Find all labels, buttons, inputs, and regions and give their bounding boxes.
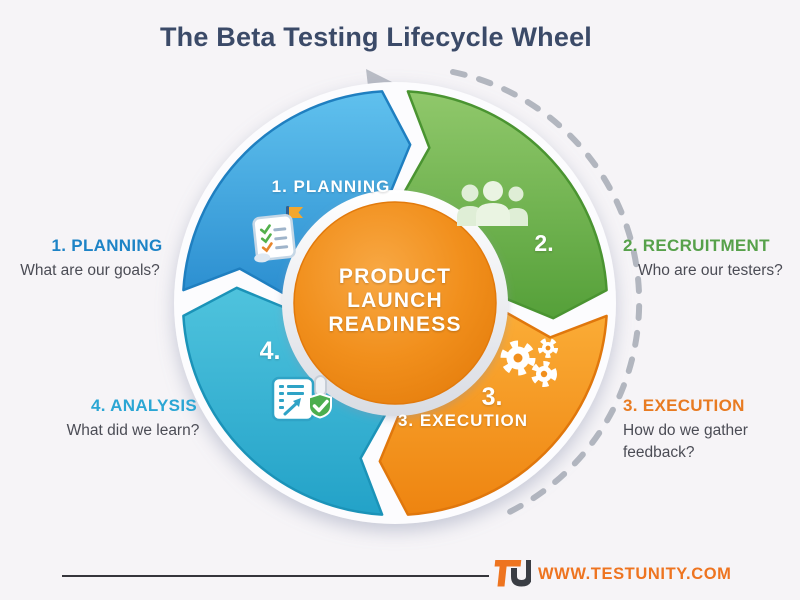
- callout-execution-question: How do we gather feedback?: [623, 422, 748, 461]
- page-title: The Beta Testing Lifecycle Wheel: [159, 22, 592, 52]
- testunity-tu-logo: [494, 560, 531, 587]
- center-line-2: LAUNCH: [347, 289, 443, 312]
- callout-recruitment-question: Who are our testers?: [638, 262, 783, 279]
- cycle-dashed-path: [450, 69, 643, 519]
- footer-divider-line: [62, 575, 489, 577]
- segment-analysis-number: 4.: [259, 337, 281, 365]
- callout-recruitment-heading: 2. RECRUITMENT: [623, 236, 770, 255]
- callout-analysis-question: What did we learn?: [66, 422, 200, 439]
- center-hub-badge: [293, 201, 497, 405]
- report-check-icon: [271, 375, 332, 422]
- center-line-3: READINESS: [328, 313, 462, 336]
- footer-website-text: WWW.TESTUNITY.COM: [538, 565, 732, 583]
- segment-planning-label: 1. PLANNING: [271, 177, 391, 196]
- callout-analysis-heading: 4. ANALYSIS: [91, 396, 197, 415]
- segment-recruitment-number: 2.: [534, 230, 554, 256]
- segment-execution-label: 3. EXECUTION: [397, 411, 529, 430]
- scroll-checklist-icon: [252, 206, 303, 263]
- gears-icon: [500, 338, 558, 387]
- segment-execution-number: 3.: [481, 383, 503, 411]
- center-badge-text: PRODUCT LAUNCH READINESS: [295, 265, 495, 337]
- callout-planning-question: What are our goals?: [20, 262, 160, 279]
- callout-planning-heading: 1. PLANNING: [51, 236, 163, 255]
- center-line-1: PRODUCT: [338, 265, 452, 288]
- callout-execution-heading: 3. EXECUTION: [623, 396, 745, 415]
- people-group-icon: [457, 181, 528, 226]
